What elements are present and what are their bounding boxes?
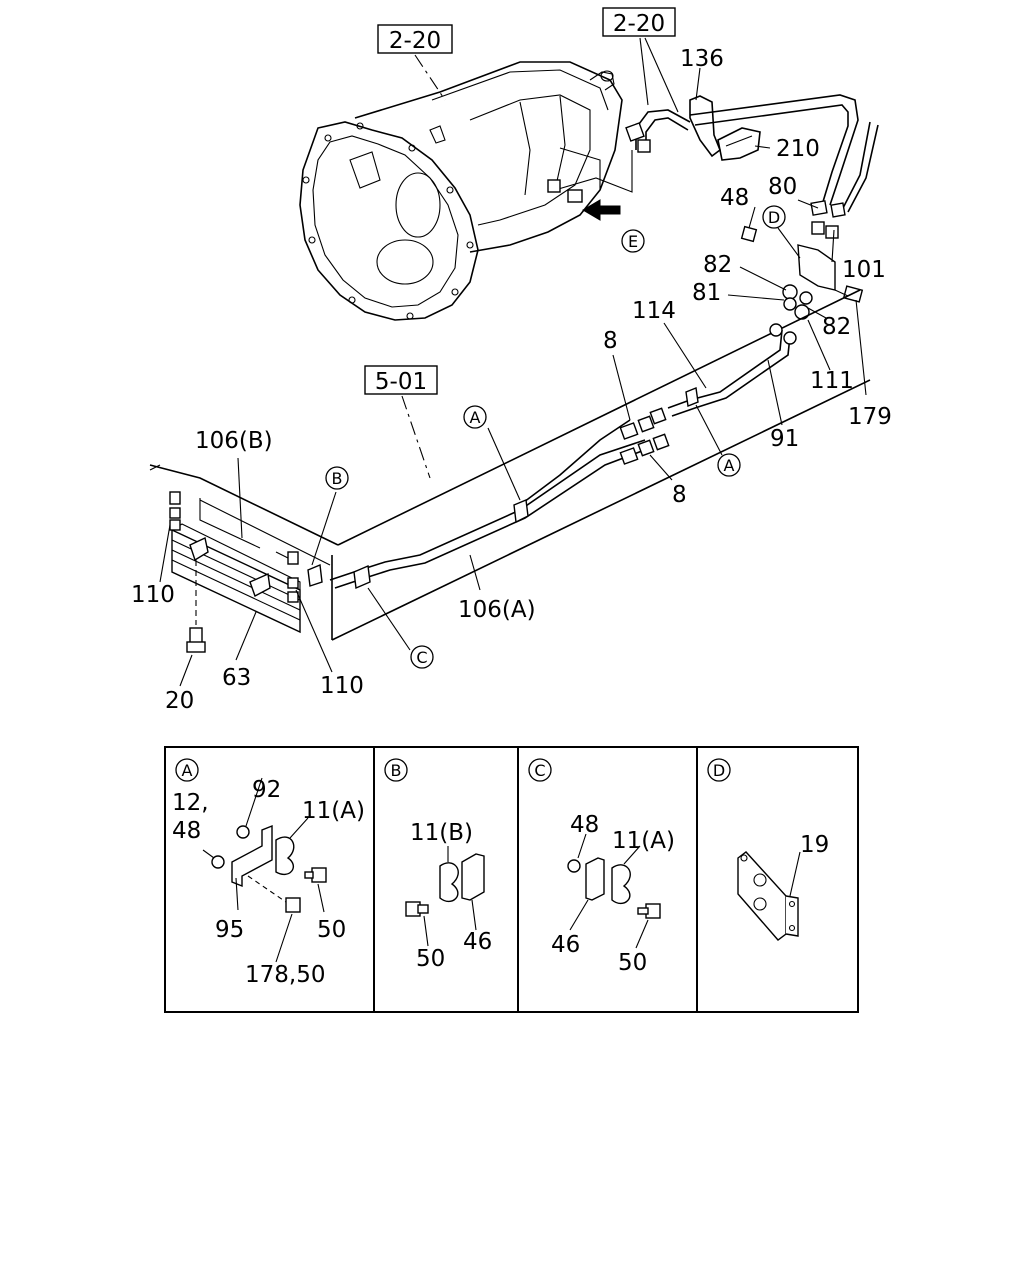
callout-210: 210 [776,136,820,162]
panel-c-label-48: 48 [570,812,599,838]
panel-c-label-50: 50 [618,950,647,976]
detail-panels [164,746,859,1013]
panel-a-label-12: 12, [172,790,209,816]
callout-8-upper: 8 [603,328,618,354]
callout-82-upper: 82 [703,252,732,278]
panel-a-label-11a: 11(A) [302,798,365,824]
reference-box-transmission: 2-20 [377,24,453,54]
ref-pipe-label: 2-20 [613,11,665,37]
marker-b: B [325,466,349,490]
panel-a-label-92: 92 [252,777,281,803]
callout-91: 91 [770,426,799,452]
reference-box-frame: 5-01 [364,365,438,395]
panel-c-label-11a: 11(A) [612,828,675,854]
marker-e: E [621,229,645,253]
marker-c: C [410,645,434,669]
callout-20: 20 [165,688,194,714]
oil-cooler [169,491,301,653]
reference-box-pipe: 2-20 [602,7,676,37]
callout-106a: 106(A) [458,597,536,623]
callout-110-left: 110 [131,582,175,608]
callout-48: 48 [720,185,749,211]
callout-82-lower: 82 [822,314,851,340]
callout-114: 114 [632,298,676,324]
panel-c-letter: C [534,761,545,780]
detail-panel-d: D 19 [707,758,829,941]
callout-80: 80 [768,174,797,200]
marker-d-letter: D [768,208,780,227]
marker-e-letter: E [628,232,638,251]
callout-136: 136 [680,46,724,72]
detail-panel-c: C 48 11(A) 46 50 [528,758,675,976]
marker-d: D [762,205,786,229]
panel-b-label-50: 50 [416,946,445,972]
callout-110-right: 110 [320,673,364,699]
callout-63: 63 [222,665,251,691]
marker-a-upper-letter: A [724,456,735,475]
marker-a-upper: A [717,453,741,477]
panel-a-label-48: 48 [172,818,201,844]
panel-b-label-11b: 11(B) [410,820,473,846]
marker-a-lower: A [463,405,487,429]
transmission-housing [299,61,623,321]
callout-labels: 136 210 48 80 101 82 81 82 179 111 91 11… [131,46,892,714]
panel-a-label-95: 95 [215,917,244,943]
marker-c-letter: C [416,648,427,667]
marker-a-lower-letter: A [470,408,481,427]
panel-a-label-178-50: 178,50 [245,962,325,988]
cooler-pipes [307,323,797,590]
panel-d-letter: D [713,761,725,780]
callout-111: 111 [810,368,854,394]
callout-179: 179 [848,404,892,430]
bracket-d-assembly [740,225,864,320]
panel-a-letter: A [182,761,193,780]
leader-lines [159,37,867,687]
top-pipes [547,94,879,239]
callout-101: 101 [842,257,886,283]
panel-d-label-19: 19 [800,832,829,858]
marker-b-letter: B [332,469,343,488]
callout-81: 81 [692,280,721,306]
detail-panel-b: B 11(B) 50 46 [384,758,492,972]
panel-c-label-46: 46 [551,932,580,958]
panel-a-label-50: 50 [317,917,346,943]
ref-transmission-label: 2-20 [389,28,441,54]
panel-b-label-46: 46 [463,929,492,955]
panel-b-letter: B [391,761,402,780]
ref-frame-label: 5-01 [375,369,427,395]
detail-panel-a: A 92 12, 48 11(A) 95 50 178,50 [172,758,365,988]
callout-106b: 106(B) [195,428,273,454]
callout-8-lower: 8 [672,482,687,508]
